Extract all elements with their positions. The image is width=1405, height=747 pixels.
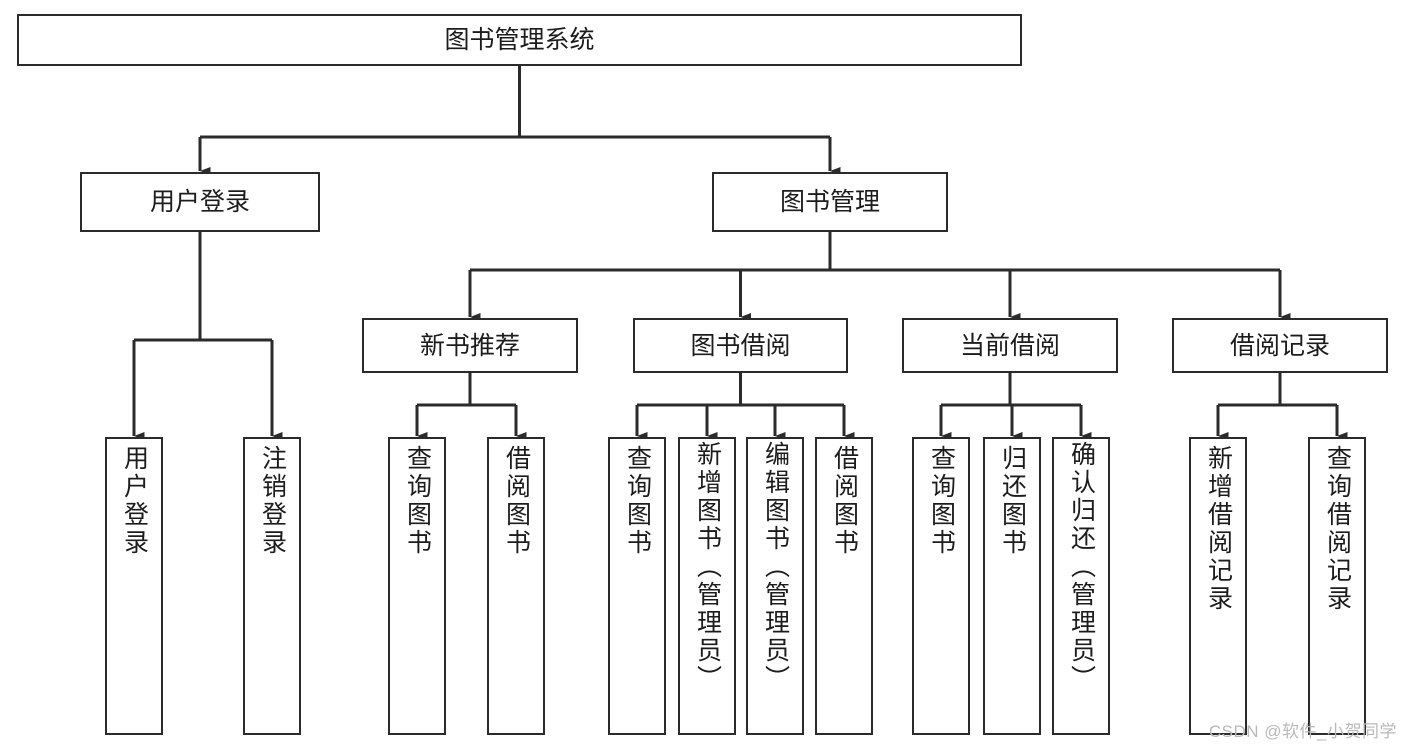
node-edit-book-admin-label: 编辑图书（管理员） [761, 441, 790, 693]
node-book-manage[interactable]: 图书管理 [712, 172, 948, 232]
node-logout-leaf[interactable]: 注销登录 [243, 437, 301, 735]
node-query-book-current-label: 查询图书 [927, 445, 956, 557]
node-return-book[interactable]: 归还图书 [983, 437, 1041, 735]
node-book-manage-label: 图书管理 [779, 188, 880, 216]
node-confirm-return-admin-label: 确认归还（管理员） [1067, 441, 1096, 693]
node-add-borrow-record-label: 新增借阅记录 [1204, 445, 1233, 613]
node-add-borrow-record[interactable]: 新增借阅记录 [1189, 437, 1247, 735]
node-borrow-book-label: 借阅图书 [830, 445, 859, 557]
node-user-login-leaf-label: 用户登录 [120, 445, 149, 557]
node-new-book-rec[interactable]: 新书推荐 [362, 318, 578, 373]
node-root-system[interactable]: 图书管理系统 [17, 14, 1022, 66]
node-edit-book-admin[interactable]: 编辑图书（管理员） [746, 437, 804, 735]
node-borrow-record[interactable]: 借阅记录 [1172, 318, 1388, 373]
node-borrow-book[interactable]: 借阅图书 [815, 437, 873, 735]
node-query-borrow-record[interactable]: 查询借阅记录 [1308, 437, 1366, 735]
node-user-login[interactable]: 用户登录 [80, 172, 320, 232]
node-borrow-record-label: 借阅记录 [1229, 331, 1330, 360]
node-query-book-borrow-label: 查询图书 [623, 445, 652, 557]
node-user-login-leaf[interactable]: 用户登录 [105, 437, 163, 735]
node-current-borrow-label: 当前借阅 [959, 331, 1060, 360]
node-query-book-rec-label: 查询图书 [403, 445, 432, 557]
connector-group [132, 66, 1348, 440]
node-book-borrow[interactable]: 图书借阅 [633, 318, 848, 373]
node-confirm-return-admin[interactable]: 确认归还（管理员） [1052, 437, 1110, 735]
node-query-book-current[interactable]: 查询图书 [912, 437, 970, 735]
node-query-book-rec[interactable]: 查询图书 [388, 437, 446, 735]
node-current-borrow[interactable]: 当前借阅 [902, 318, 1118, 373]
node-new-book-rec-label: 新书推荐 [419, 331, 520, 360]
node-query-book-borrow[interactable]: 查询图书 [608, 437, 666, 735]
node-return-book-label: 归还图书 [998, 445, 1027, 557]
node-user-login-label: 用户登录 [149, 188, 250, 216]
node-query-borrow-record-label: 查询借阅记录 [1323, 445, 1352, 613]
node-book-borrow-label: 图书借阅 [690, 331, 791, 360]
node-add-book-admin[interactable]: 新增图书（管理员） [678, 437, 736, 735]
node-logout-leaf-label: 注销登录 [258, 445, 287, 557]
node-add-book-admin-label: 新增图书（管理员） [693, 441, 722, 693]
node-root-system-label: 图书管理系统 [444, 26, 595, 54]
node-borrow-book-rec[interactable]: 借阅图书 [487, 437, 545, 735]
node-borrow-book-rec-label: 借阅图书 [502, 445, 531, 557]
